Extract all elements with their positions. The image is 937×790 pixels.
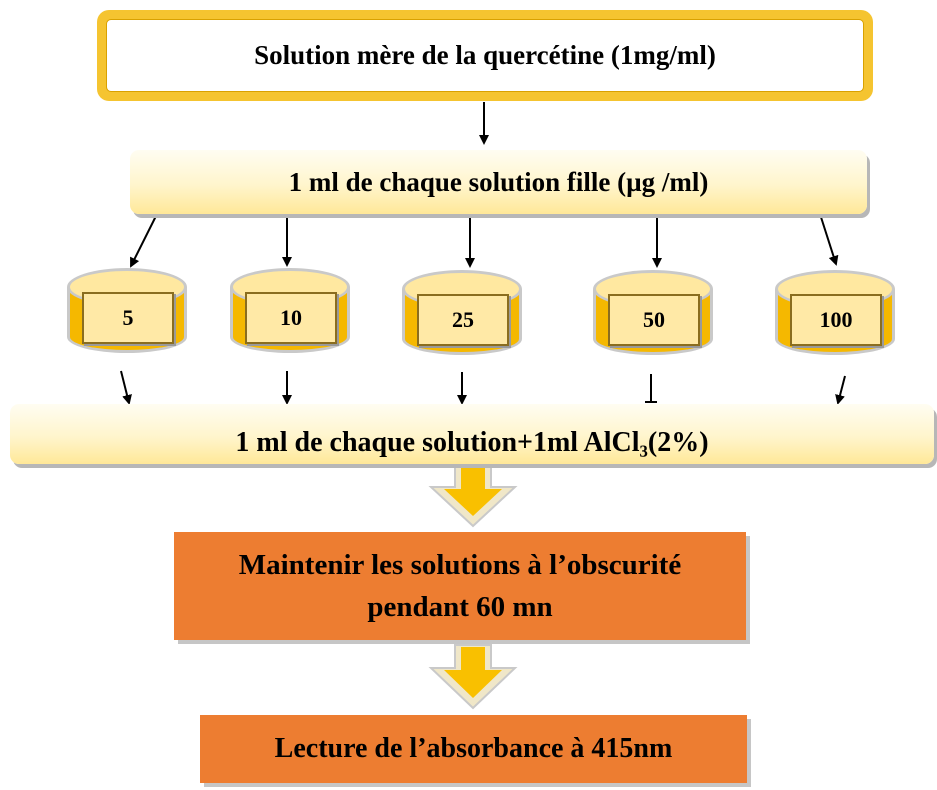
tube-label: 10 [245,292,337,344]
daughter-solutions-label: 1 ml de chaque solution fille (µg /ml) [288,166,709,197]
stock-solution-label: Solution mère de la quercétine (1mg/ml) [106,19,864,92]
arrow-to-tube-5 [130,213,158,268]
daughter-solutions-box: 1 ml de chaque solution fille (µg /ml) [130,150,867,214]
tube-label: 50 [608,294,700,346]
tube-100: 100 [775,270,895,370]
incubation-step-box: Maintenir les solutions à l’obscurité pe… [174,532,746,640]
incubation-step-line2: pendant 60 mn [367,591,553,623]
block-arrow-down-1 [428,463,518,528]
tube-label: 25 [417,294,509,346]
block-arrow-down-2 [428,644,518,710]
mix-step-label: 1 ml de chaque solution+1ml AlCl₃(2%) [235,427,709,458]
arrow-tube-5-to-mix [120,370,132,405]
tube-label: 100 [790,294,882,346]
reading-step-label: Lecture de l’absorbance à 415nm [274,733,673,764]
reading-step-box: Lecture de l’absorbance à 415nm [200,715,747,783]
tube-5: 5 [67,268,187,368]
tube-25: 25 [402,270,522,370]
tube-50: 50 [593,270,713,370]
stock-solution-box: Solution mère de la quercétine (1mg/ml) [97,10,873,101]
tube-label: 5 [82,292,174,344]
arrow-to-tube-100 [819,213,839,266]
arrow-tube-100-to-mix [835,375,846,405]
tube-10: 10 [230,268,350,368]
incubation-step-line1: Maintenir les solutions à l’obscurité [238,549,682,581]
mix-step-box: 1 ml de chaque solution+1ml AlCl₃(2%) [10,404,934,464]
